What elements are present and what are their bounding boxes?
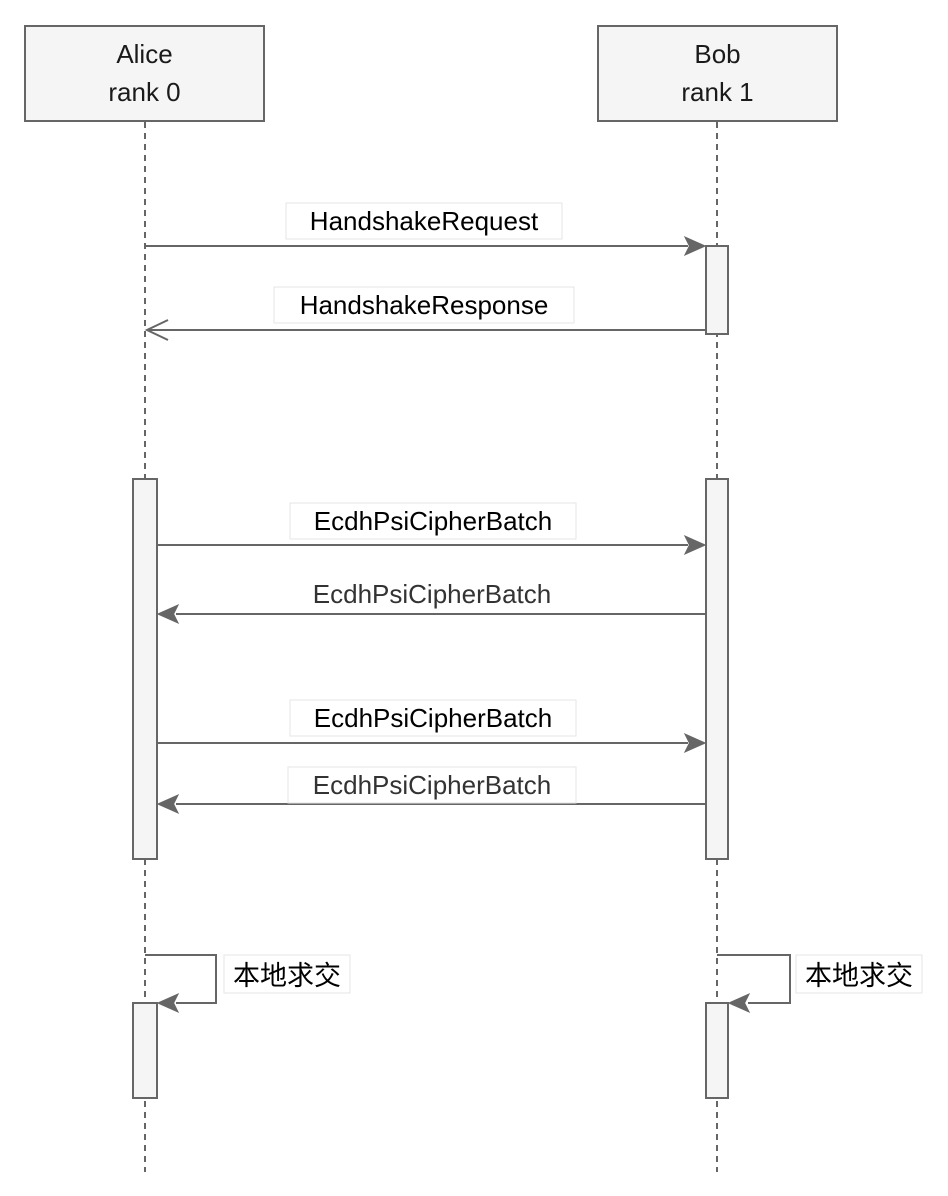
bob-activation-local bbox=[705, 1002, 729, 1099]
self-call-label: 本地求交 bbox=[233, 961, 341, 992]
message-label: HandshakeResponse bbox=[300, 290, 549, 320]
open-arrow-left-icon bbox=[144, 319, 169, 341]
alice-activation-local bbox=[132, 1002, 158, 1099]
message-cipher-batch-2: EcdhPsiCipherBatch bbox=[156, 579, 706, 625]
message-label-bg bbox=[287, 766, 577, 804]
bob-activation-handshake bbox=[705, 245, 729, 335]
message-handshake-response: HandshakeResponse bbox=[144, 286, 706, 341]
message-label: EcdhPsiCipherBatch bbox=[314, 703, 552, 733]
arrow-left-icon bbox=[727, 992, 751, 1014]
arrow-left-icon bbox=[156, 603, 180, 625]
alice-activation-psi bbox=[132, 478, 158, 860]
bob-box bbox=[597, 25, 838, 122]
arrow-left-icon bbox=[156, 793, 180, 815]
self-call-label: 本地求交 bbox=[805, 961, 913, 992]
message-cipher-batch-1: EcdhPsiCipherBatch bbox=[157, 502, 707, 556]
message-cipher-batch-3: EcdhPsiCipherBatch bbox=[157, 699, 707, 754]
bob-name: Bob bbox=[694, 39, 740, 69]
self-call-alice: 本地求交 bbox=[145, 954, 351, 1014]
arrow-right-icon bbox=[683, 534, 707, 556]
participant-alice: Alice rank 0 bbox=[24, 25, 265, 122]
self-call-label-bg bbox=[795, 954, 923, 994]
message-label-bg bbox=[273, 286, 575, 324]
bob-rank: rank 1 bbox=[681, 77, 753, 107]
message-label: EcdhPsiCipherBatch bbox=[314, 506, 552, 536]
self-call-line bbox=[145, 954, 217, 1004]
arrow-right-icon bbox=[683, 732, 707, 754]
message-label: EcdhPsiCipherBatch bbox=[313, 579, 551, 609]
message-label-bg bbox=[289, 699, 577, 737]
arrow-left-icon bbox=[156, 992, 180, 1014]
arrow-right-icon bbox=[683, 235, 707, 257]
self-call-line bbox=[717, 954, 791, 1004]
bob-activation-psi bbox=[705, 478, 729, 860]
message-label-bg bbox=[289, 502, 577, 540]
message-handshake-request: HandshakeRequest bbox=[145, 202, 707, 257]
participant-bob: Bob rank 1 bbox=[597, 25, 838, 122]
message-cipher-batch-4: EcdhPsiCipherBatch bbox=[156, 766, 706, 815]
alice-name: Alice bbox=[116, 39, 172, 69]
alice-rank: rank 0 bbox=[108, 77, 180, 107]
self-call-bob: 本地求交 bbox=[717, 954, 923, 1014]
alice-box bbox=[24, 25, 265, 122]
self-call-label-bg bbox=[223, 954, 351, 994]
message-label-bg bbox=[285, 202, 563, 240]
message-label: EcdhPsiCipherBatch bbox=[313, 770, 551, 800]
message-label: HandshakeRequest bbox=[310, 206, 539, 236]
